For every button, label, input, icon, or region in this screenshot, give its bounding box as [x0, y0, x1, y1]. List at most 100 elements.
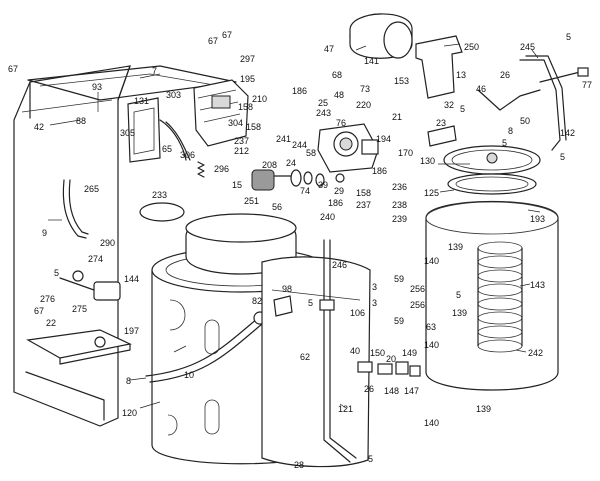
label-153: 153 — [394, 76, 409, 86]
label-296: 296 — [214, 164, 229, 174]
label-28: 28 — [294, 460, 304, 470]
heating-coil — [477, 241, 523, 353]
fittings-cluster — [290, 169, 345, 187]
spring-coil — [197, 161, 205, 178]
label-59: 59 — [394, 316, 404, 326]
label-139: 139 — [476, 404, 491, 414]
label-67: 67 — [222, 30, 232, 40]
label-73: 73 — [360, 84, 370, 94]
cold-feed-pipe — [319, 239, 357, 463]
label-121: 121 — [338, 404, 353, 414]
label-290: 290 — [100, 238, 115, 248]
casing-top-frame — [27, 65, 237, 101]
label-158: 158 — [246, 122, 261, 132]
label-10: 10 — [184, 370, 194, 380]
label-58: 58 — [306, 148, 316, 158]
pump-assembly — [317, 123, 379, 173]
label-26: 26 — [500, 70, 510, 80]
filling-loop-valve — [59, 270, 121, 301]
label-25: 25 — [318, 98, 328, 108]
label-50: 50 — [520, 116, 530, 126]
label-46: 46 — [476, 84, 486, 94]
label-22: 22 — [46, 318, 56, 328]
label-208: 208 — [262, 160, 277, 170]
label-150: 150 — [370, 348, 385, 358]
label-106: 106 — [350, 308, 365, 318]
label-212: 212 — [234, 146, 249, 156]
label-186: 186 — [292, 86, 307, 96]
label-5: 5 — [560, 152, 565, 162]
label-67: 67 — [8, 64, 18, 74]
label-297: 297 — [240, 54, 255, 64]
label-82: 82 — [252, 296, 262, 306]
label-13: 13 — [456, 70, 466, 80]
label-88: 88 — [76, 116, 86, 126]
label-197: 197 — [124, 326, 139, 336]
label-210: 210 — [252, 94, 267, 104]
label-142: 142 — [560, 128, 575, 138]
label-195: 195 — [240, 74, 255, 84]
insulation-top-cap — [185, 213, 297, 275]
label-5: 5 — [566, 32, 571, 42]
label-42: 42 — [34, 122, 44, 132]
fitting-98 — [273, 295, 293, 317]
label-68: 68 — [332, 70, 342, 80]
label-8: 8 — [508, 126, 513, 136]
label-194: 194 — [376, 134, 391, 144]
label-245: 245 — [520, 42, 535, 52]
label-158: 158 — [238, 102, 253, 112]
label-47: 47 — [324, 44, 334, 54]
label-76: 76 — [336, 118, 346, 128]
label-131: 131 — [134, 96, 149, 106]
label-148: 148 — [384, 386, 399, 396]
label-149: 149 — [402, 348, 417, 358]
flange-seal — [447, 173, 537, 195]
label-5: 5 — [460, 104, 465, 114]
label-125: 125 — [424, 188, 439, 198]
expansion-vessel — [349, 13, 413, 59]
label-62: 62 — [300, 352, 310, 362]
label-237: 237 — [356, 200, 371, 210]
label-67: 67 — [208, 36, 218, 46]
pipe-245 — [519, 55, 567, 151]
label-59: 59 — [394, 274, 404, 284]
label-236: 236 — [392, 182, 407, 192]
label-240: 240 — [320, 212, 335, 222]
label-8: 8 — [126, 376, 131, 386]
label-186: 186 — [372, 166, 387, 176]
label-56: 56 — [272, 202, 282, 212]
label-3: 3 — [372, 282, 377, 292]
label-256: 256 — [410, 300, 425, 310]
label-251: 251 — [244, 196, 259, 206]
label-140: 140 — [424, 418, 439, 428]
label-9: 9 — [42, 228, 47, 238]
label-147: 147 — [404, 386, 419, 396]
label-140: 140 — [424, 340, 439, 350]
pipe-77 — [539, 67, 589, 83]
label-139: 139 — [452, 308, 467, 318]
label-67: 67 — [34, 306, 44, 316]
label-193: 193 — [530, 214, 545, 224]
label-5: 5 — [456, 290, 461, 300]
base-bracket — [26, 329, 132, 365]
label-24: 24 — [286, 158, 296, 168]
label-120: 120 — [122, 408, 137, 418]
label-144: 144 — [124, 274, 139, 284]
label-7: 7 — [152, 66, 157, 76]
insulation-jacket — [261, 256, 371, 468]
label-241: 241 — [276, 134, 291, 144]
label-239: 239 — [392, 214, 407, 224]
label-242: 242 — [528, 348, 543, 358]
label-5: 5 — [368, 454, 373, 464]
top-plate — [139, 202, 185, 222]
leader-lines — [48, 43, 541, 409]
label-23: 23 — [436, 118, 446, 128]
label-32: 32 — [444, 100, 454, 110]
label-274: 274 — [88, 254, 103, 264]
label-158: 158 — [356, 188, 371, 198]
label-139: 139 — [448, 242, 463, 252]
label-93: 93 — [92, 82, 102, 92]
label-5: 5 — [54, 268, 59, 278]
